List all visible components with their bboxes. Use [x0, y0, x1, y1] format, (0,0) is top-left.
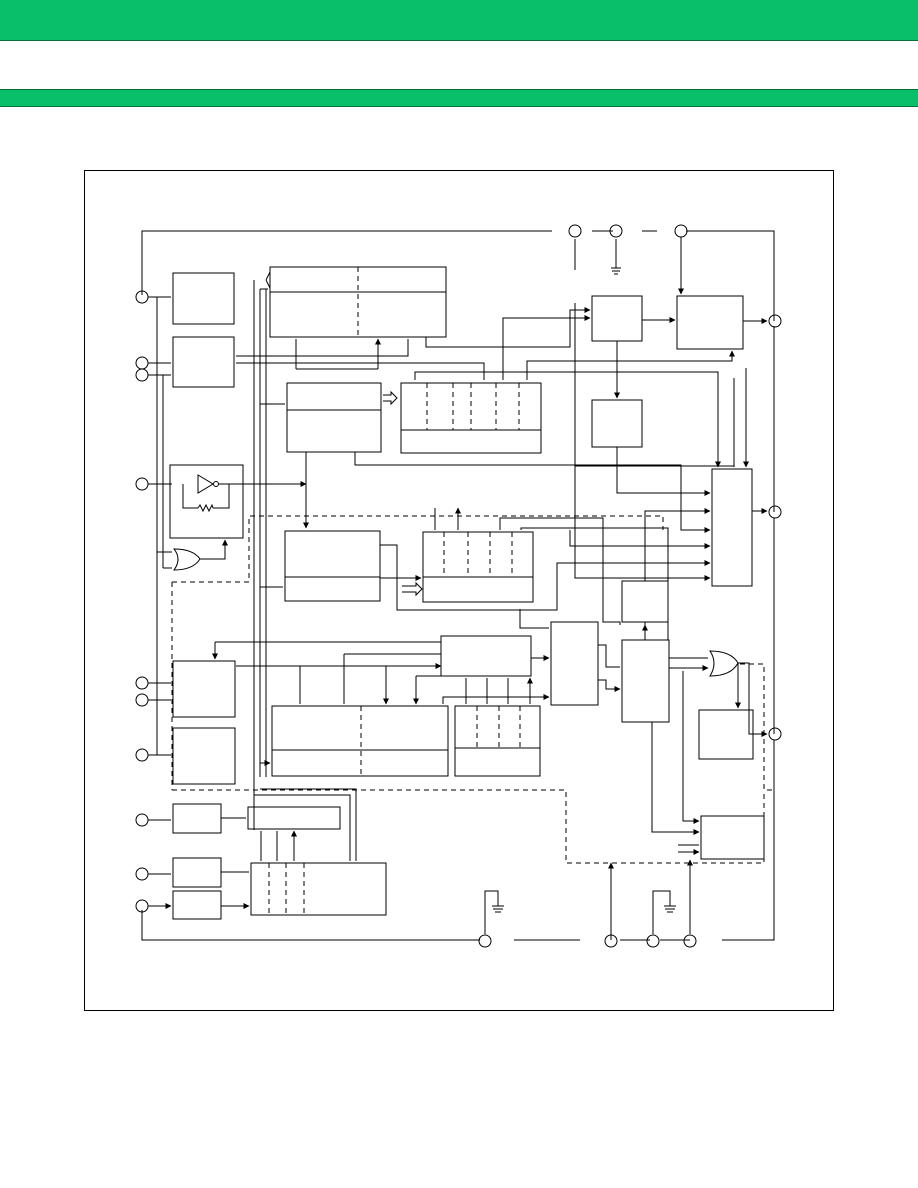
right-rail: [722, 326, 775, 941]
external-pin-list: [135, 224, 782, 948]
block: [172, 660, 236, 718]
bus-arrow: [383, 390, 398, 406]
block: [172, 803, 222, 834]
or-gate: [172, 548, 201, 571]
bottom-rail: [141, 910, 690, 941]
external-pin: [478, 934, 492, 948]
block: [422, 531, 534, 603]
external-pin: [135, 356, 149, 370]
external-pin: [683, 934, 697, 948]
external-pin: [609, 224, 623, 238]
external-pin: [674, 224, 688, 238]
external-pin: [135, 477, 149, 491]
external-pin: [135, 368, 149, 382]
block: [440, 635, 532, 677]
block: [169, 464, 244, 539]
block: [676, 295, 744, 350]
block: [711, 468, 753, 587]
external-pin: [135, 867, 149, 881]
header-rule: [0, 89, 918, 107]
block: [698, 709, 754, 760]
block: [700, 815, 765, 860]
block: [550, 621, 599, 706]
block: [621, 639, 670, 723]
block: [621, 580, 669, 623]
block: [591, 399, 643, 448]
inverter: [197, 474, 214, 494]
external-pin: [135, 676, 149, 690]
bus-arrow: [402, 581, 423, 597]
external-pin: [135, 813, 149, 827]
external-pin: [768, 505, 782, 519]
external-pin: [135, 748, 149, 762]
block: [172, 857, 222, 888]
block: [284, 530, 381, 602]
external-pin: [568, 224, 582, 238]
block: [286, 382, 382, 453]
block: [271, 705, 449, 777]
block: [250, 862, 387, 916]
external-pin: [768, 727, 782, 741]
block: [172, 336, 235, 388]
external-pin: [768, 314, 782, 328]
block: [591, 295, 643, 342]
top-rail: [141, 230, 775, 321]
block: [247, 806, 341, 830]
header-band: [0, 0, 918, 41]
ground: [484, 239, 676, 934]
block: [172, 727, 236, 785]
block: [454, 705, 541, 777]
block: [172, 890, 222, 920]
block: [172, 272, 235, 325]
diagram-frame: [84, 170, 834, 1011]
resistor: [197, 503, 214, 513]
external-pin: [135, 693, 149, 707]
or-gate: [709, 650, 739, 677]
external-pin: [646, 934, 660, 948]
